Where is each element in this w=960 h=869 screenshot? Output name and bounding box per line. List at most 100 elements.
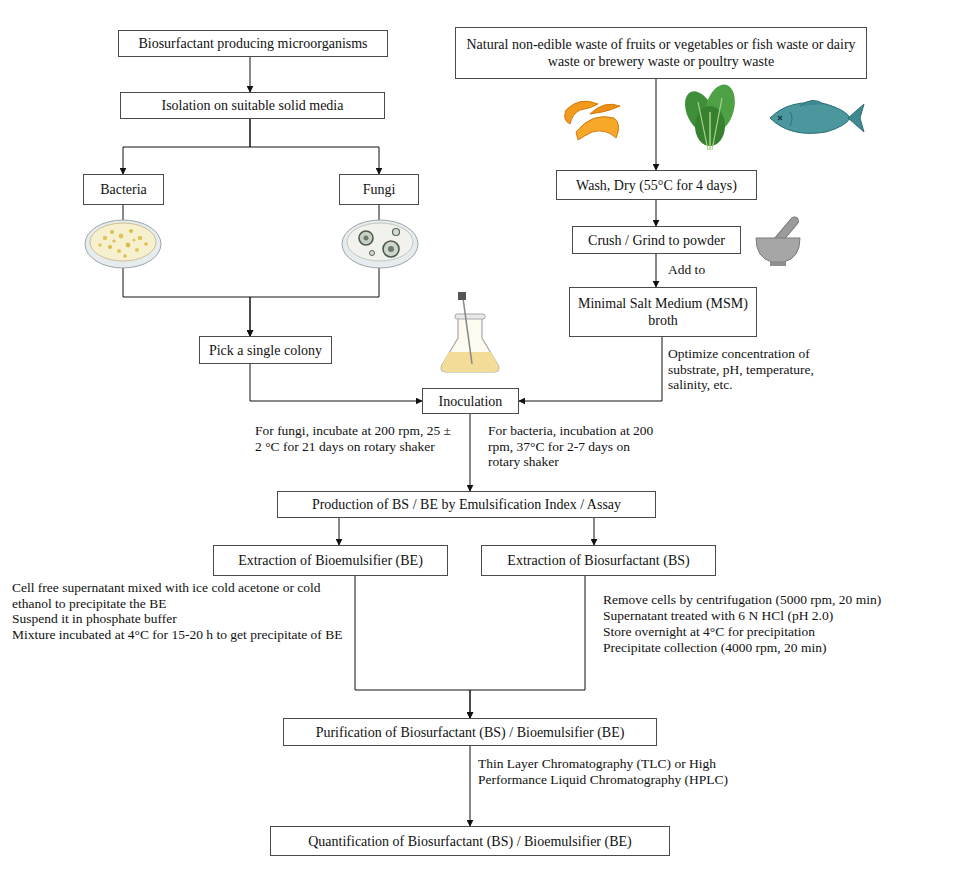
flow-arrow — [470, 576, 585, 718]
process-box: Isolation on suitable solid media — [120, 92, 385, 119]
fish-illustration-part — [848, 104, 864, 132]
box-text: Quantification of Biosurfactant (BS) / B… — [308, 833, 631, 850]
petri-dish-fungi-part — [370, 251, 375, 256]
flow-arrow — [355, 576, 470, 718]
petri-dish-fungi-part — [342, 220, 418, 268]
process-box: Production of BS / BE by Emulsification … — [277, 491, 656, 518]
box-text: Bacteria — [100, 181, 147, 198]
fish-illustration-part — [800, 100, 824, 106]
petri-dish-bacteria-part — [123, 254, 126, 257]
flow-arrow — [656, 200, 657, 226]
annotation-note: Mixture incubated at 4°C for 15-20 h to … — [12, 627, 347, 643]
petri-dish-fungi-part — [383, 241, 399, 257]
orange-peel-illustration-part — [576, 117, 619, 140]
process-box: Pick a single colony — [199, 336, 332, 364]
box-text: Extraction of Biosurfactant (BS) — [507, 552, 689, 569]
flow-arrow — [594, 518, 595, 545]
flow-arrow — [470, 414, 471, 491]
process-box: Natural non-edible waste of fruits or ve… — [455, 27, 867, 79]
petri-dish-bacteria-part — [144, 242, 148, 246]
box-text: Natural non-edible waste of fruits or ve… — [462, 36, 860, 70]
box-text: Pick a single colony — [209, 342, 322, 359]
fish-illustration-part — [770, 103, 850, 134]
flow-arrow — [656, 79, 657, 170]
process-box: Crush / Grind to powder — [572, 226, 741, 254]
box-text: Biosurfactant producing microorganisms — [138, 35, 367, 52]
annotation-note: Cell free supernatant mixed with ice col… — [12, 580, 347, 611]
flow-arrow — [339, 518, 340, 545]
petri-dish-fungi-part — [359, 231, 373, 245]
petri-dish-bacteria-part — [108, 245, 112, 249]
petri-dish-bacteria — [85, 220, 161, 268]
flow-arrow — [250, 364, 422, 401]
fish-illustration-part — [790, 112, 792, 126]
petri-dish-fungi-part — [388, 246, 394, 252]
annotation-note: Remove cells by centrifugation (5000 rpm… — [603, 592, 948, 608]
orange-peel-illustration-part — [590, 104, 620, 114]
annotation-note: For bacteria, incubation at 200 rpm, 37°… — [488, 423, 660, 470]
annotation-note: Suspend it in phosphate buffer — [12, 611, 347, 627]
process-box: Bacteria — [83, 174, 164, 205]
annotation-note: Precipitate collection (4000 rpm, 20 min… — [603, 640, 948, 656]
petri-dish-bacteria-part — [85, 220, 161, 268]
flask-illustration-part — [458, 292, 466, 300]
petri-dish-bacteria-part — [119, 234, 124, 239]
process-box: Biosurfactant producing microorganisms — [118, 30, 388, 57]
box-text: Minimal Salt Medium (MSM) broth — [576, 295, 750, 329]
edge-label: Thin Layer Chromatography (TLC) or High … — [478, 756, 778, 787]
spinach-illustration — [679, 81, 740, 150]
flow-arrow — [470, 746, 471, 826]
petri-dish-bacteria-part — [117, 249, 121, 253]
mortar-pestle-illustration-part — [770, 262, 786, 266]
petri-dish-bacteria-part — [135, 248, 139, 252]
petri-dish-bacteria-part — [126, 243, 131, 248]
process-box: Wash, Dry (55°C for 4 days) — [556, 170, 757, 200]
box-text: Extraction of Bioemulsifier (BE) — [238, 552, 423, 569]
flask-illustration-part — [455, 314, 485, 319]
process-box: Minimal Salt Medium (MSM) broth — [569, 287, 757, 337]
petri-dish-bacteria-part — [90, 223, 156, 261]
petri-dish-fungi-part — [364, 236, 369, 241]
edge-label: Optimize concentration of substrate, pH,… — [668, 346, 838, 393]
flow-arrow — [519, 337, 662, 401]
box-text: Purification of Biosurfactant (BS) / Bio… — [316, 724, 625, 741]
box-text: Wash, Dry (55°C for 4 days) — [576, 177, 737, 194]
process-box: Quantification of Biosurfactant (BS) / B… — [270, 826, 670, 856]
box-text: Crush / Grind to powder — [588, 232, 725, 249]
petri-dish-fungi-part — [393, 229, 400, 236]
fish-illustration — [770, 100, 864, 133]
petri-dish-bacteria-part — [110, 230, 114, 234]
annotation-note: For fungi, incubate at 200 rpm, 25 ± 2 °… — [255, 423, 455, 454]
petri-dish-bacteria-part — [138, 236, 143, 241]
process-box: Fungi — [339, 174, 419, 205]
spinach-illustration-part — [712, 98, 722, 150]
box-text: Inoculation — [439, 393, 503, 410]
flow-arrow — [250, 57, 251, 92]
process-box: Purification of Biosurfactant (BS) / Bio… — [283, 718, 657, 746]
flow-arrow — [656, 254, 657, 287]
box-text: Fungi — [363, 181, 396, 198]
box-text: Isolation on suitable solid media — [162, 97, 344, 114]
spinach-illustration-part — [709, 112, 711, 150]
process-box: Inoculation — [422, 388, 519, 414]
mortar-pestle-illustration-part — [756, 238, 800, 262]
box-text: Production of BS / BE by Emulsification … — [312, 496, 621, 513]
flask-illustration-part — [463, 298, 472, 364]
spinach-illustration-part — [698, 102, 708, 150]
edge-label: Add to — [668, 262, 728, 278]
mortar-pestle-illustration — [756, 215, 800, 266]
orange-peel-illustration — [565, 101, 620, 140]
flask-illustration — [441, 292, 499, 372]
petri-dish-bacteria-part — [132, 238, 135, 241]
petri-dish-bacteria-part — [98, 243, 102, 247]
annotation-note: Store overnight at 4°C for precipitation — [603, 624, 948, 640]
process-box: Extraction of Biosurfactant (BS) — [481, 545, 716, 576]
illustrations — [85, 81, 864, 372]
petri-dish-fungi-part — [347, 223, 413, 261]
process-box: Extraction of Bioemulsifier (BE) — [213, 545, 448, 576]
petri-dish-bacteria-part — [129, 229, 133, 233]
petri-dish-bacteria-part — [112, 239, 115, 242]
petri-dish-fungi — [342, 220, 418, 268]
petri-dish-bacteria-part — [103, 236, 107, 240]
